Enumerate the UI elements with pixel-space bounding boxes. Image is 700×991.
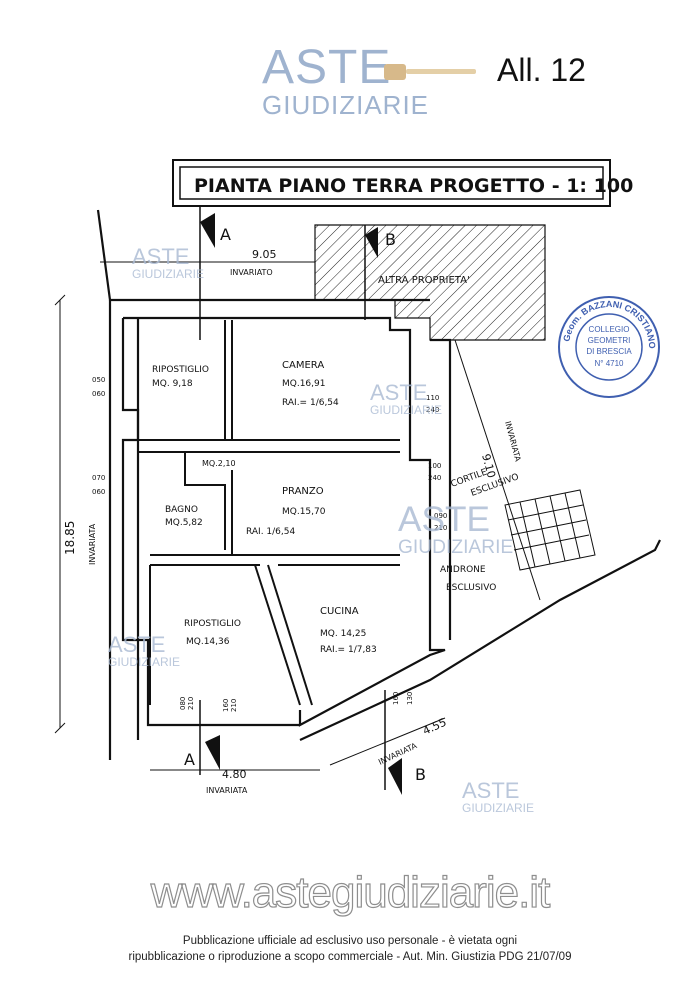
svg-text:MQ.16,91: MQ.16,91: [282, 379, 325, 389]
androne-esclusivo: ANDRONE ESCLUSIVO: [440, 565, 496, 593]
svg-text:CAMERA: CAMERA: [282, 360, 324, 371]
svg-text:RIPOSTIGLIO: RIPOSTIGLIO: [184, 619, 241, 629]
dim-bottom-left: 4.80: [222, 768, 247, 781]
surveyor-stamp: Geom. BAZZANI CRISTIANO COLLEGIO GEOMETR…: [558, 296, 660, 398]
svg-text:RAI.= 1/6,54: RAI.= 1/6,54: [282, 398, 339, 408]
svg-text:A: A: [184, 750, 195, 769]
room-ripostiglio-1: RIPOSTIGLIO MQ. 9,18: [152, 365, 209, 389]
svg-text:MQ. 14,25: MQ. 14,25: [320, 629, 366, 639]
svg-text:ANDRONE: ANDRONE: [440, 565, 486, 575]
room-pranzo: PRANZO MQ.15,70 RAI. 1/6,54: [246, 486, 326, 537]
svg-text:MQ. 9,18: MQ. 9,18: [152, 379, 193, 389]
svg-text:MQ.2,10: MQ.2,10: [202, 459, 236, 468]
section-b-top: B: [364, 225, 396, 320]
svg-text:050: 050: [92, 376, 105, 384]
plan-title-box: PIANTA PIANO TERRA PROGETTO - 1: 100: [172, 159, 633, 207]
section-b-bottom: B: [384, 690, 426, 795]
svg-text:100: 100: [428, 462, 441, 470]
svg-text:160: 160: [392, 692, 400, 705]
dim-left-height: 18.85: [63, 521, 77, 555]
svg-text:DI BRESCIA: DI BRESCIA: [586, 347, 632, 356]
room-disimpegno: MQ.2,10: [202, 459, 236, 468]
plan-title: PIANTA PIANO TERRA PROGETTO - 1: 100: [194, 175, 633, 197]
svg-text:INVARIATO: INVARIATO: [230, 268, 273, 277]
svg-text:A: A: [220, 225, 231, 244]
room-ripostiglio-2: RIPOSTIGLIO MQ.14,36: [184, 619, 241, 647]
svg-text:240: 240: [426, 406, 439, 414]
external-stair: [504, 489, 596, 571]
svg-text:090: 090: [434, 512, 447, 520]
neighbor-label: ALTRA PROPRIETA': [378, 275, 470, 286]
room-camera: CAMERA MQ.16,91 RAI.= 1/6,54: [282, 360, 339, 408]
floor-plan: PIANTA PIANO TERRA PROGETTO - 1: 100 ALT…: [54, 159, 661, 795]
footer-line-1: Pubblicazione ufficiale ad esclusivo uso…: [182, 935, 518, 947]
footer-line-2: ripubblicazione o riproduzione a scopo c…: [128, 951, 572, 963]
svg-text:RAI. 1/6,54: RAI. 1/6,54: [246, 527, 295, 537]
svg-text:240: 240: [428, 474, 441, 482]
aste-giudiziarie-logo: ASTE GIUDIZIARIE: [262, 44, 482, 124]
svg-text:RAI.= 1/7,83: RAI.= 1/7,83: [320, 645, 377, 655]
gavel-icon: [384, 64, 476, 80]
svg-text:B: B: [385, 230, 396, 249]
svg-text:080: 080: [179, 697, 187, 710]
logo-text-aste: ASTE: [262, 41, 392, 94]
svg-text:INVARIATA: INVARIATA: [206, 786, 248, 795]
cortile-esclusivo: CORTILE ESCLUSIVO: [450, 467, 521, 498]
svg-text:B: B: [415, 765, 426, 784]
svg-text:COLLEGIO: COLLEGIO: [589, 325, 630, 334]
svg-text:060: 060: [92, 390, 105, 398]
section-a-bottom: A: [184, 700, 220, 775]
svg-text:060: 060: [92, 488, 105, 496]
svg-text:BAGNO: BAGNO: [165, 505, 198, 515]
svg-text:110: 110: [426, 394, 439, 402]
svg-text:210: 210: [434, 524, 447, 532]
neighbor-property: ALTRA PROPRIETA': [314, 224, 546, 341]
svg-text:MQ.14,36: MQ.14,36: [186, 637, 230, 647]
dimension-lines: [54, 261, 541, 771]
dim-top-width: 9.05: [252, 248, 277, 261]
room-cucina: CUCINA MQ. 14,25 RAI.= 1/7,83: [320, 606, 377, 655]
svg-text:GEOMETRI: GEOMETRI: [588, 336, 631, 345]
svg-text:210: 210: [230, 699, 238, 712]
dim-bottom-right: 4.55: [421, 716, 449, 738]
svg-text:INVARIATA: INVARIATA: [88, 523, 97, 565]
svg-text:PRANZO: PRANZO: [282, 486, 324, 497]
svg-text:MQ.15,70: MQ.15,70: [282, 507, 326, 517]
svg-text:160: 160: [222, 699, 230, 712]
outer-walls: [96, 209, 661, 760]
svg-text:210: 210: [187, 697, 195, 710]
section-a-top: A: [199, 205, 231, 340]
svg-text:N° 4710: N° 4710: [595, 359, 625, 368]
attachment-label: All. 12: [497, 52, 586, 88]
website-url: www.astegiudiziarie.it: [150, 867, 551, 917]
svg-text:INVARIATA: INVARIATA: [503, 420, 523, 463]
inner-walls: [138, 320, 400, 706]
logo-text-giudiziarie: GIUDIZIARIE: [262, 90, 430, 120]
svg-text:RIPOSTIGLIO: RIPOSTIGLIO: [152, 365, 209, 375]
svg-text:070: 070: [92, 474, 105, 482]
room-bagno: BAGNO MQ.5,82: [165, 505, 203, 528]
svg-text:MQ.5,82: MQ.5,82: [165, 518, 203, 528]
svg-text:CUCINA: CUCINA: [320, 606, 359, 617]
svg-text:130: 130: [406, 692, 414, 705]
opening-dimensions: 050 060 070 060 110 240 100 240 090 210 …: [92, 376, 447, 712]
svg-text:ESCLUSIVO: ESCLUSIVO: [446, 583, 496, 593]
dim-right-height: 9.10: [479, 452, 498, 479]
